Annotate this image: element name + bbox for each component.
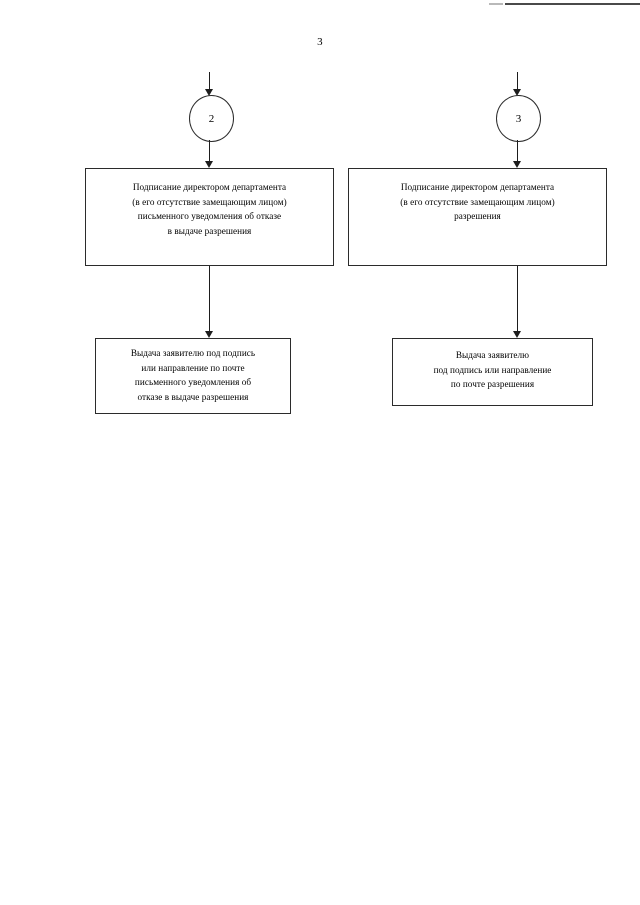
left-inbound-arrowhead <box>205 89 213 96</box>
process-box-left-issue-refusal: Выдача заявителю под подпись или направл… <box>95 338 291 414</box>
process-box-right-sign-permit-text: Подписание директором департамента (в ег… <box>400 182 555 221</box>
right-inbound-connector-line <box>517 72 518 94</box>
right-outcome-inbound-arrowhead <box>513 331 521 338</box>
right-connector-process-to-outcome <box>517 266 518 334</box>
left-outcome-inbound-arrowhead <box>205 331 213 338</box>
left-inbound-connector-line <box>209 72 210 94</box>
right-process-inbound-arrowhead <box>513 161 521 168</box>
scan-artifact-faint-rule <box>489 3 503 5</box>
left-connector-process-to-outcome <box>209 266 210 334</box>
page-number: 3 <box>317 36 323 48</box>
process-box-left-sign-refusal-text: Подписание директором департамента (в ег… <box>132 182 287 236</box>
connector-node-3-label: 3 <box>515 112 522 125</box>
left-process-inbound-arrowhead <box>205 161 213 168</box>
right-connector-circle-to-process <box>517 140 518 164</box>
scan-artifact-rule <box>505 3 640 5</box>
left-connector-circle-to-process <box>209 140 210 164</box>
connector-node-2: 2 <box>189 95 234 142</box>
process-box-right-issue-permit-text: Выдача заявителю под подпись или направл… <box>433 350 552 389</box>
right-inbound-arrowhead <box>513 89 521 96</box>
connector-node-3: 3 <box>496 95 541 142</box>
process-box-right-issue-permit: Выдача заявителю под подпись или направл… <box>392 338 593 406</box>
process-box-left-sign-refusal: Подписание директором департамента (в ег… <box>85 168 334 266</box>
process-box-right-sign-permit: Подписание директором департамента (в ег… <box>348 168 607 266</box>
process-box-left-issue-refusal-text: Выдача заявителю под подпись или направл… <box>130 348 256 402</box>
connector-node-2-label: 2 <box>208 112 215 125</box>
